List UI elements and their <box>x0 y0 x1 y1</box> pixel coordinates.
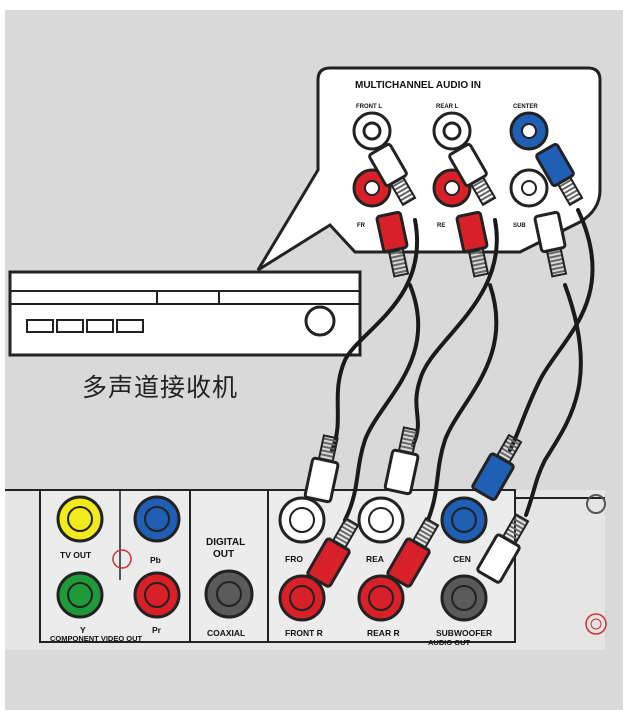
label-tv-out: TV OUT <box>60 550 92 560</box>
receiver-callout: MULTICHANNEL AUDIO IN FRONT L REAR L CEN… <box>256 66 602 272</box>
plug-red-rear-r-bottom <box>386 517 440 588</box>
label-front-r: FRONT R <box>285 628 323 638</box>
jack-front-r-out <box>278 574 326 622</box>
volume-knob <box>304 305 336 337</box>
plug-white-rear-l-bottom <box>383 426 420 496</box>
panel-title: MULTICHANNEL AUDIO IN <box>355 80 481 91</box>
label-audio-out: AUDIO OUT <box>428 638 471 647</box>
cable-front-r <box>343 283 421 522</box>
cable-sub <box>524 283 583 517</box>
label-component-video-out: COMPONENT VIDEO OUT <box>50 634 143 643</box>
plug-white-front-l-top <box>368 143 417 207</box>
jack-pr <box>133 571 181 619</box>
label-pb: Pb <box>150 555 161 565</box>
jack-y <box>56 571 104 619</box>
jack-front-l-out <box>278 496 326 544</box>
plug-red-front-r-top <box>375 210 410 278</box>
jack-rear-r-out <box>357 574 405 622</box>
plug-white-sub-bottom <box>476 513 530 584</box>
jack-coaxial <box>204 569 254 619</box>
jack-label-center: CENTER <box>513 104 538 110</box>
audio-out-jacks: FRO REA CEN FRONT R REAR R SUBWOOFER AUD… <box>278 496 492 647</box>
jack-pb <box>133 495 181 543</box>
label-y: Y <box>80 625 86 635</box>
label-digital: DIGITAL <box>206 537 245 548</box>
receiver-jack-front-l <box>352 111 392 151</box>
receiver-jack-sub <box>509 168 549 208</box>
cable-rear-l <box>411 218 499 447</box>
video-jacks: TV OUT Pb Y Pr COMPONENT VIDEO OUT <box>50 495 181 643</box>
plug-white-sub-top <box>533 210 568 278</box>
digital-out-section: DIGITAL OUT COAXIAL <box>204 537 254 638</box>
jack-label-rear-r: RE <box>437 223 445 229</box>
cables <box>330 208 595 522</box>
jack-center-out <box>440 496 488 544</box>
jack-label-rear-l: REAR L <box>436 104 459 110</box>
plug-blue-center-bottom <box>471 433 523 501</box>
jack-subwoofer-out <box>440 574 488 622</box>
jack-label-front-l: FRONT L <box>356 104 382 110</box>
jack-tv-out <box>56 495 104 543</box>
label-subwoofer: SUBWOOFER <box>436 628 492 638</box>
receiver-body <box>8 270 362 357</box>
label-pr: Pr <box>152 625 162 635</box>
cable-center <box>508 208 595 452</box>
plugs-top <box>368 143 584 278</box>
plug-blue-center-top <box>535 143 584 207</box>
receiver-caption: 多声道接收机 <box>82 373 239 402</box>
plug-red-front-r-bottom <box>306 517 360 588</box>
cable-front-l <box>330 218 419 452</box>
label-rear-r: REAR R <box>367 628 400 638</box>
jack-rear-l-out <box>357 496 405 544</box>
receiver-jack-center <box>509 111 549 151</box>
receiver-device <box>8 270 362 357</box>
jack-label-front-r: FR <box>357 223 366 229</box>
cable-rear-r <box>426 283 499 522</box>
plug-red-rear-r-top <box>455 210 490 278</box>
plug-white-front-l-bottom <box>303 434 340 504</box>
plugs-bottom <box>303 426 530 588</box>
label-center-partial: CEN <box>453 554 471 564</box>
plug-white-rear-l-top <box>448 143 497 207</box>
receiver-jack-rear-l <box>432 111 472 151</box>
jack-label-sub: SUB <box>513 223 526 229</box>
label-coaxial: COAXIAL <box>207 628 245 638</box>
label-rear-l-partial: REA <box>366 554 384 564</box>
label-out: OUT <box>213 549 234 560</box>
label-front-l-partial: FRO <box>285 554 303 564</box>
